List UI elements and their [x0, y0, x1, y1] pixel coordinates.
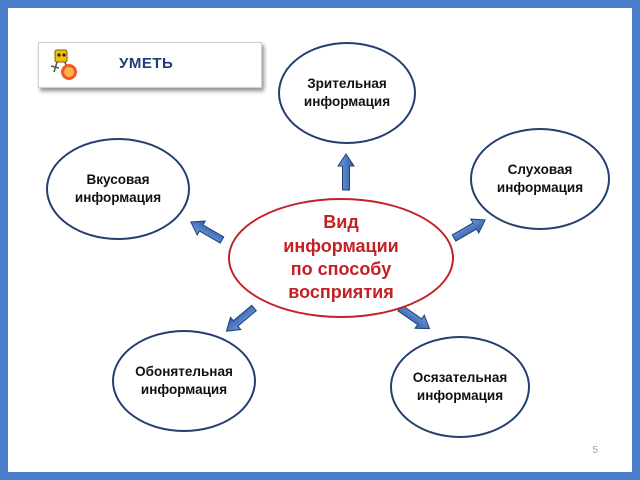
node-visual-line2: информация: [303, 94, 391, 109]
node-touch: Осязательная информация: [390, 336, 530, 438]
node-touch-line1: Осязательная: [412, 369, 508, 385]
center-line2: информации: [283, 235, 399, 256]
node-taste-line1: Вкусовая: [86, 171, 150, 187]
node-smell: Обонятельная информация: [112, 330, 256, 432]
node-auditory-line2: информация: [496, 180, 584, 195]
slide: УМЕТЬ Зрительная: [8, 8, 632, 472]
node-auditory: Слуховая информация: [470, 128, 610, 230]
node-taste: Вкусовая информация: [46, 138, 190, 240]
page-number: 5: [592, 445, 598, 456]
arrow-to-auditory: [451, 218, 486, 242]
center-line1: Вид: [323, 212, 359, 233]
cartoon-mascot-icon: [50, 49, 77, 80]
node-visual-line1: Зрительная: [307, 75, 387, 91]
arrow-to-touch: [397, 304, 431, 330]
banner-title: УМЕТЬ: [119, 55, 174, 72]
node-smell-line2: информация: [140, 382, 228, 397]
node-touch-line2: информация: [416, 388, 504, 403]
node-taste-line2: информация: [74, 190, 162, 205]
arrow-to-smell: [225, 304, 257, 332]
center-line3: по способу: [290, 259, 392, 279]
title-banner: УМЕТЬ: [38, 42, 262, 88]
center-line4: восприятия: [288, 282, 394, 303]
arrows-layer: [190, 153, 486, 332]
node-auditory-line1: Слуховая: [507, 161, 573, 177]
node-smell-line1: Обонятельная: [135, 363, 233, 379]
arrow-to-visual: [337, 153, 355, 191]
center-concept: Вид информации по способу восприятия: [228, 198, 454, 318]
arrow-to-taste: [190, 220, 225, 244]
node-visual: Зрительная информация: [278, 42, 416, 144]
